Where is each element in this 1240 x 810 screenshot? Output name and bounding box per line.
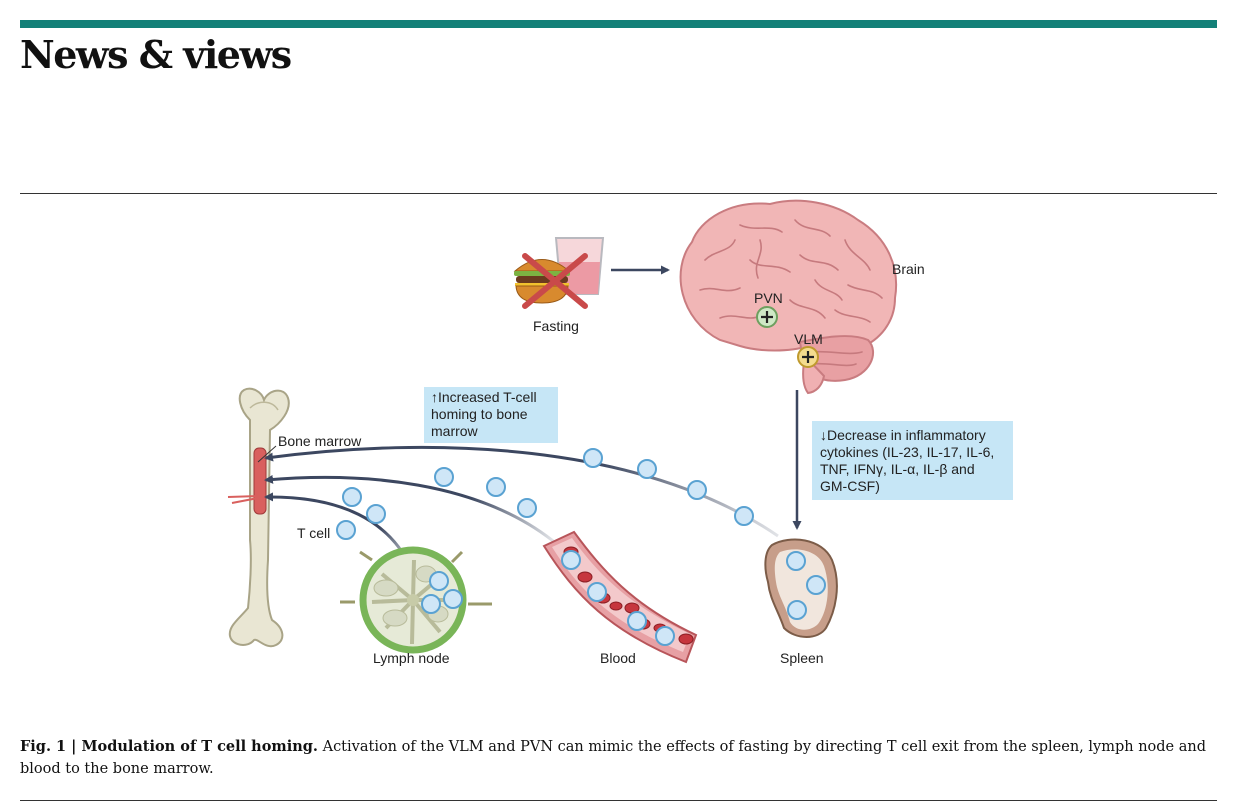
cytokines-box-line-1: ↓Decrease in inflammatory [820, 427, 986, 443]
cytokines-box-line-3: TNF, IFNγ, IL-α, IL-β and [820, 461, 975, 477]
spleen-to-marrow-arrow [264, 445, 779, 538]
bone-marrow-label: Bone marrow [278, 433, 362, 449]
t-cell [421, 594, 441, 614]
t-cells [336, 448, 826, 646]
t-cell [687, 480, 707, 500]
vlm-label: VLM [794, 331, 823, 347]
t-cell [429, 571, 449, 591]
pvn-label: PVN [754, 290, 783, 306]
t-cell [587, 582, 607, 602]
cytokines-info-box: ↓Decrease in inflammatory cytokines (IL-… [812, 421, 1013, 500]
t-cell [787, 600, 807, 620]
blood-label: Blood [600, 650, 636, 666]
homing-box-line-2: homing to bone [431, 406, 528, 422]
t-cell [583, 448, 603, 468]
t-cell [434, 467, 454, 487]
t-cell-label: T cell [297, 525, 330, 541]
cytokines-box-line-4: GM-CSF) [820, 478, 880, 494]
lymph-node-label: Lymph node [373, 650, 450, 666]
t-cell [443, 589, 463, 609]
divider-bottom [20, 800, 1217, 801]
homing-box-line-1: ↑Increased T-cell [431, 389, 537, 405]
t-cell [366, 504, 386, 524]
fasting-label: Fasting [533, 318, 579, 334]
t-cell [734, 506, 754, 526]
homing-info-box: ↑Increased T-cell homing to bone marrow [424, 387, 558, 443]
brain-label: Brain [892, 261, 925, 277]
t-cell [336, 520, 356, 540]
section-masthead: News & views [20, 32, 292, 77]
t-cell [786, 551, 806, 571]
t-cell [806, 575, 826, 595]
bone-illustration [227, 387, 290, 648]
accent-bar [20, 20, 1217, 28]
t-cell [655, 626, 675, 646]
homing-box-line-3: marrow [431, 423, 479, 439]
figure-caption: Fig. 1 | Modulation of T cell homing. Ac… [20, 736, 1210, 780]
t-cell [637, 459, 657, 479]
t-cell [561, 550, 581, 570]
fasting-icon [513, 237, 605, 309]
blood-to-marrow-arrow [264, 474, 559, 547]
caption-label: Fig. 1 | Modulation of T cell homing. [20, 738, 318, 755]
t-cell [486, 477, 506, 497]
t-cell [627, 611, 647, 631]
lymph-node-illustration [340, 546, 492, 654]
spleen-label: Spleen [780, 650, 824, 666]
t-cell [342, 487, 362, 507]
brain-illustration [679, 199, 897, 395]
cytokines-box-line-2: cytokines (IL-23, IL-17, IL-6, [820, 444, 994, 460]
divider-top [20, 193, 1217, 194]
caption-text: Activation of the VLM and PVN can mimic … [20, 739, 1206, 777]
t-cell [517, 498, 537, 518]
